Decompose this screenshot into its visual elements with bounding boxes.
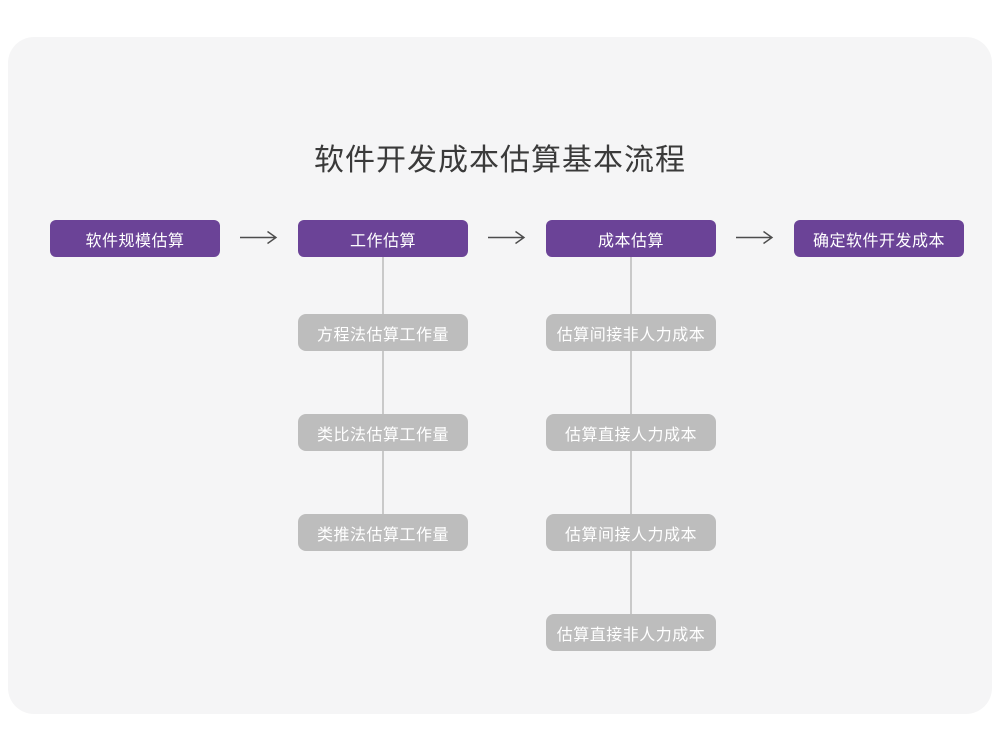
- substep-analogy-method: 类比法估算工作量: [298, 414, 468, 451]
- diagram-canvas: 软件开发成本估算基本流程 软件规模估算 工作估算 成本估算 确定软件开发成本 方…: [8, 37, 992, 714]
- substep-direct-nonlabor-cost: 估算直接非人力成本: [546, 614, 716, 651]
- flow-step-software-scale-estimation: 软件规模估算: [50, 220, 220, 257]
- flow-arrow-icon: [736, 230, 774, 245]
- flow-step-cost-estimation: 成本估算: [546, 220, 716, 257]
- flow-arrow-icon: [488, 230, 526, 245]
- flow-arrow-icon: [240, 230, 278, 245]
- substep-indirect-labor-cost: 估算间接人力成本: [546, 514, 716, 551]
- diagram-title: 软件开发成本估算基本流程: [314, 144, 686, 177]
- substep-direct-labor-cost: 估算直接人力成本: [546, 414, 716, 451]
- flow-step-work-estimation: 工作估算: [298, 220, 468, 257]
- substep-equation-method: 方程法估算工作量: [298, 314, 468, 351]
- substep-analogism-method: 类推法估算工作量: [298, 514, 468, 551]
- flow-step-determine-development-cost: 确定软件开发成本: [794, 220, 964, 257]
- connector-line-work-estimation: [382, 257, 384, 527]
- substep-indirect-nonlabor-cost: 估算间接非人力成本: [546, 314, 716, 351]
